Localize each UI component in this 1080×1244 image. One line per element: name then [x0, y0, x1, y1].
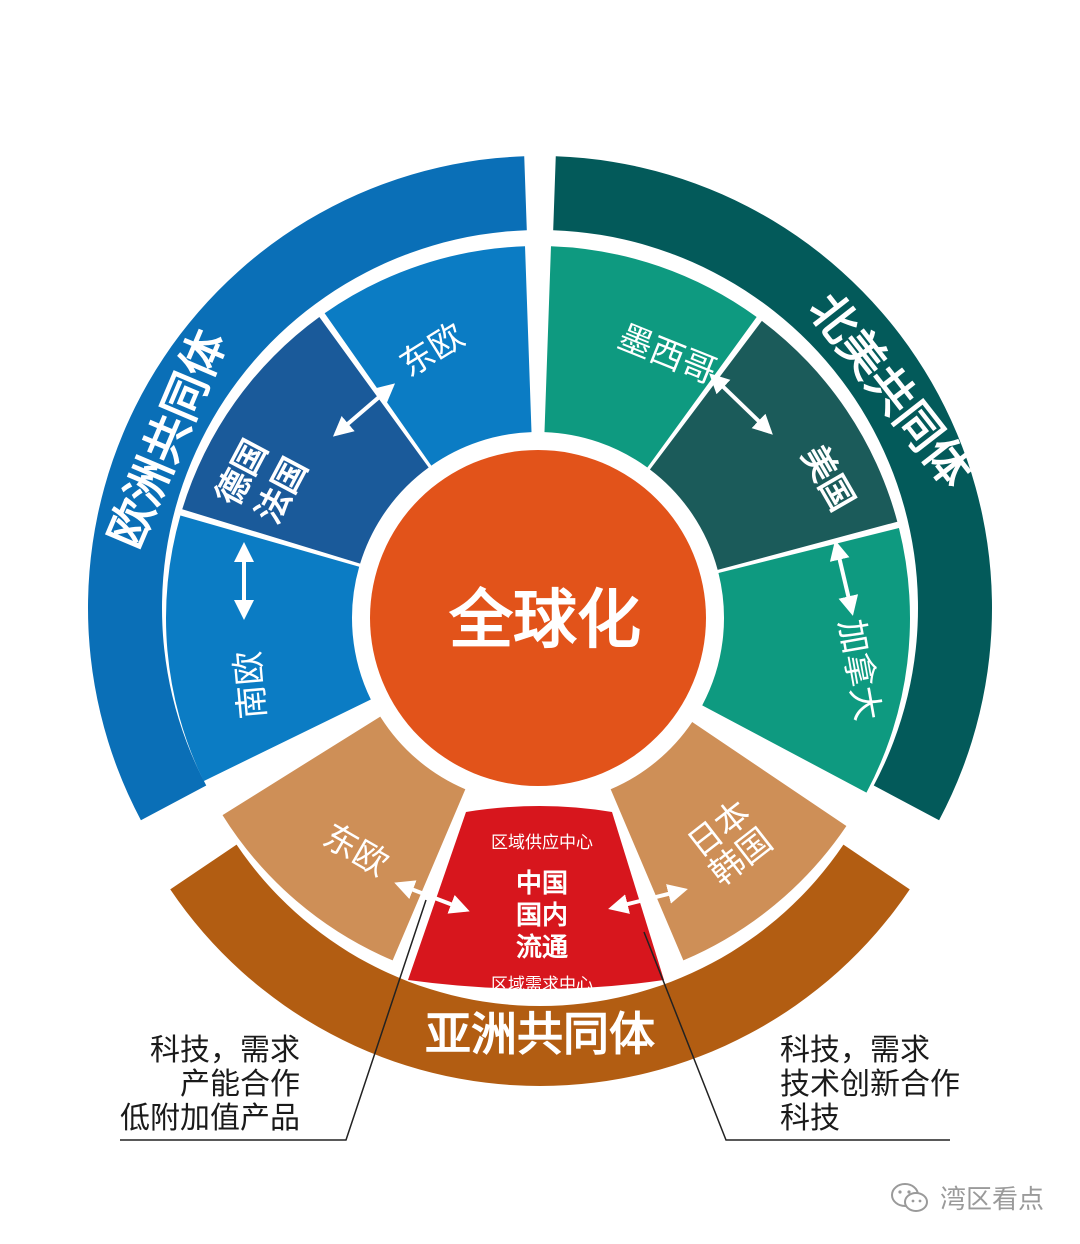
arrow-japan-korea-china	[608, 884, 688, 914]
right-leader-line	[643, 931, 950, 1141]
china-line1: 中国	[516, 869, 568, 899]
supply-center-caption: 区域供应中心	[491, 833, 593, 853]
arrow-east-europe-china	[394, 880, 470, 914]
china-line3: 流通	[516, 933, 568, 963]
watermark-text: 湾区看点	[939, 1185, 1044, 1215]
segment-mexico	[544, 246, 757, 468]
arrow-east-europe-germany	[332, 383, 396, 437]
left-note-line2: 产能合作	[180, 1067, 300, 1102]
segment-eastern-europe	[324, 246, 532, 466]
arrow-usa-canada	[829, 540, 859, 616]
segment-germany-france	[182, 317, 429, 564]
china-line2: 国内	[516, 901, 568, 931]
segment-southern-europe	[166, 515, 371, 782]
left-note-line1: 科技，需求	[150, 1033, 300, 1068]
arrow-mexico-usa	[709, 373, 773, 435]
europe-outer-ring	[87, 156, 527, 821]
wechat-icon	[890, 1182, 928, 1212]
segment-usa	[649, 320, 898, 570]
left-note-line3: 低附加值产品	[120, 1101, 300, 1136]
center-globalization-circle	[370, 450, 706, 786]
asia-outer-ring	[170, 844, 910, 1086]
watermark: 湾区看点	[890, 1179, 1044, 1216]
right-note-line2: 技术创新合作	[780, 1067, 960, 1102]
southern-europe-label: 南欧	[228, 649, 274, 720]
right-note-line3: 科技	[780, 1101, 840, 1136]
center-label: 全球化	[448, 584, 641, 658]
right-note-line1: 科技，需求	[780, 1033, 930, 1068]
north-america-outer-ring	[553, 156, 992, 821]
left-leader-line	[120, 899, 427, 1141]
asia-ring-title: 亚洲共同体	[425, 1007, 655, 1061]
segment-china-domestic	[408, 806, 664, 989]
demand-center-caption: 区域需求中心	[491, 975, 593, 995]
